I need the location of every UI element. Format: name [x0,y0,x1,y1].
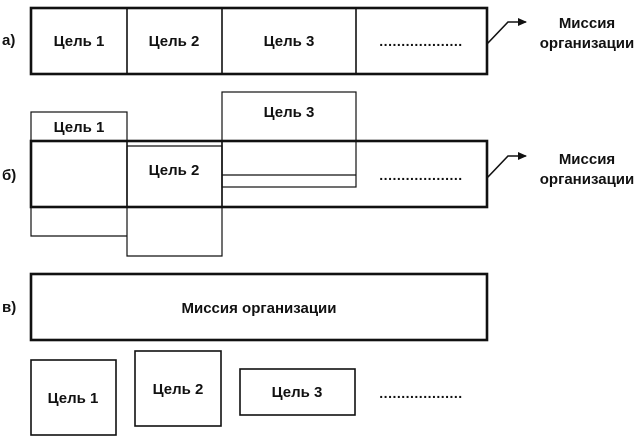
row-c-goal-3: Цель 3 [272,384,323,401]
row-b-mission-bar [29,139,489,209]
row-b-goal-3: Цель 3 [264,104,315,121]
row-c-goal-2: Цель 2 [153,381,204,398]
row-b-mission-line1: Миссия [559,151,615,168]
row-b-ellipsis: ................... [379,167,462,183]
row-c: в) Миссия организации Цель 1 Цель 2 Цель… [2,272,489,436]
row-a-label: а) [2,32,15,49]
row-c-goal-3-box [239,368,356,416]
row-b-arrow [486,152,527,179]
row-b-goal-2-box [126,145,223,257]
row-a-mission-bar [29,6,489,76]
row-a-arrow [486,18,527,45]
row-a-ellipsis: ................... [379,33,462,49]
row-a-mission-line1: Миссия [559,15,615,32]
row-c-ellipsis: ................... [379,385,462,401]
row-b-goal-2: Цель 2 [149,162,200,179]
row-a-goal-3: Цель 3 [264,33,315,50]
row-a-mission-line2: организации [540,35,634,52]
row-a: а) Цель 1 Цель 2 Цель 3 ................… [2,6,634,76]
row-a-goal-2: Цель 2 [149,33,200,50]
row-c-mission-bar [29,272,489,342]
row-a-goal-1: Цель 1 [54,33,105,50]
row-c-goal-2-box [134,350,222,427]
row-c-mission: Миссия организации [181,300,336,317]
row-b-label: б) [2,167,16,184]
row-b-mission-line2: организации [540,171,634,188]
row-b-goal-1-lower [30,207,127,237]
row-c-goal-1-box [30,359,117,436]
row-b: б) Цель 1 Цель 2 Цель 3 ................… [2,91,634,257]
row-b-goal-1: Цель 1 [54,119,105,136]
row-c-label: в) [2,299,16,316]
row-b-goal-3-box [221,91,357,188]
row-c-goal-1: Цель 1 [48,390,99,407]
